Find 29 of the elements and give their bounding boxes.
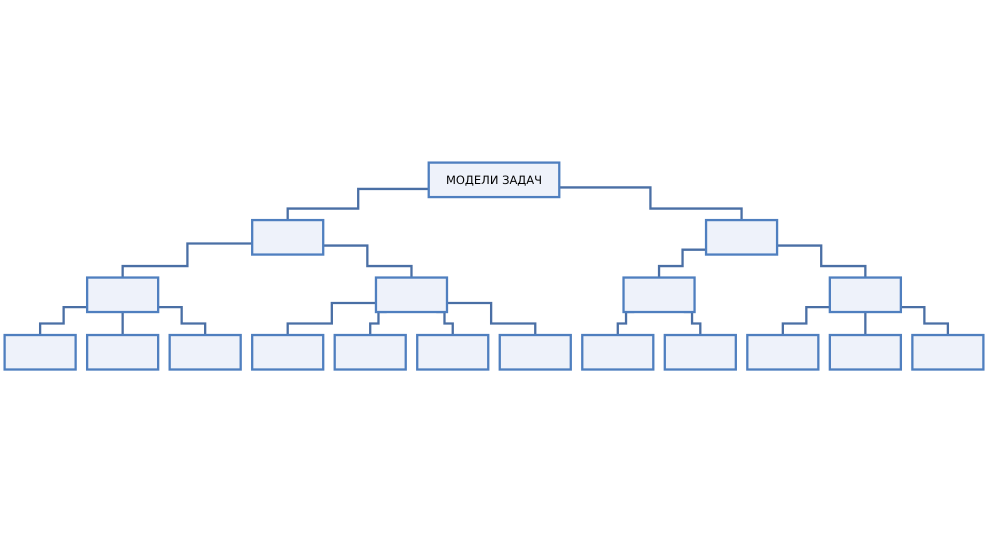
connector bbox=[286, 188, 429, 222]
node-box bbox=[622, 276, 696, 314]
node-box bbox=[416, 334, 490, 372]
node-box bbox=[86, 334, 160, 372]
node-box bbox=[3, 334, 77, 372]
node-box bbox=[581, 334, 654, 372]
node-box bbox=[911, 334, 985, 372]
connector bbox=[286, 302, 376, 337]
node-box bbox=[746, 334, 820, 372]
connector bbox=[559, 186, 743, 222]
node-box bbox=[251, 219, 324, 256]
node-box bbox=[251, 334, 324, 372]
connector bbox=[900, 306, 950, 337]
node-box bbox=[704, 219, 778, 256]
node-box bbox=[374, 276, 448, 314]
node-box bbox=[334, 334, 407, 372]
connector bbox=[777, 244, 866, 280]
connector bbox=[447, 302, 536, 337]
connector bbox=[38, 306, 88, 337]
node-box bbox=[168, 334, 242, 372]
node-box bbox=[664, 334, 737, 372]
node-box bbox=[828, 334, 902, 372]
node-box bbox=[86, 276, 160, 314]
node-box: МОДЕЛИ ЗАДАЧ bbox=[428, 162, 560, 199]
node-box bbox=[498, 334, 572, 372]
connector bbox=[158, 306, 206, 337]
connector bbox=[782, 306, 830, 337]
connector bbox=[658, 248, 706, 280]
node-box bbox=[828, 276, 902, 314]
